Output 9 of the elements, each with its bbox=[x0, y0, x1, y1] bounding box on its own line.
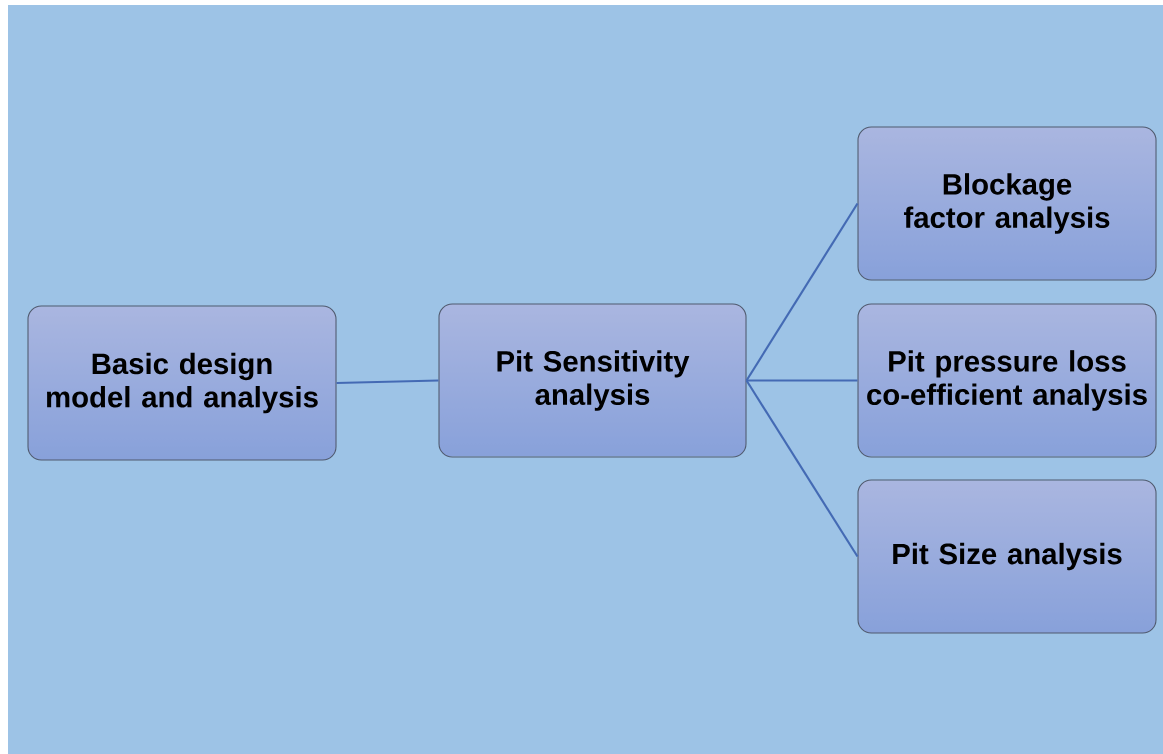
connector-line bbox=[745, 202, 859, 382]
process-box: Basic design model and analysis bbox=[27, 305, 337, 461]
connector-line bbox=[745, 379, 859, 558]
process-box: Blockage factor analysis bbox=[857, 126, 1157, 281]
connector-line bbox=[746, 379, 858, 382]
process-box: Pit Size analysis bbox=[857, 479, 1157, 634]
process-box: Pit Sensitivity analysis bbox=[438, 303, 747, 458]
connector-line bbox=[336, 379, 439, 385]
process-box: Pit pressure loss co-efficient analysis bbox=[857, 303, 1157, 458]
